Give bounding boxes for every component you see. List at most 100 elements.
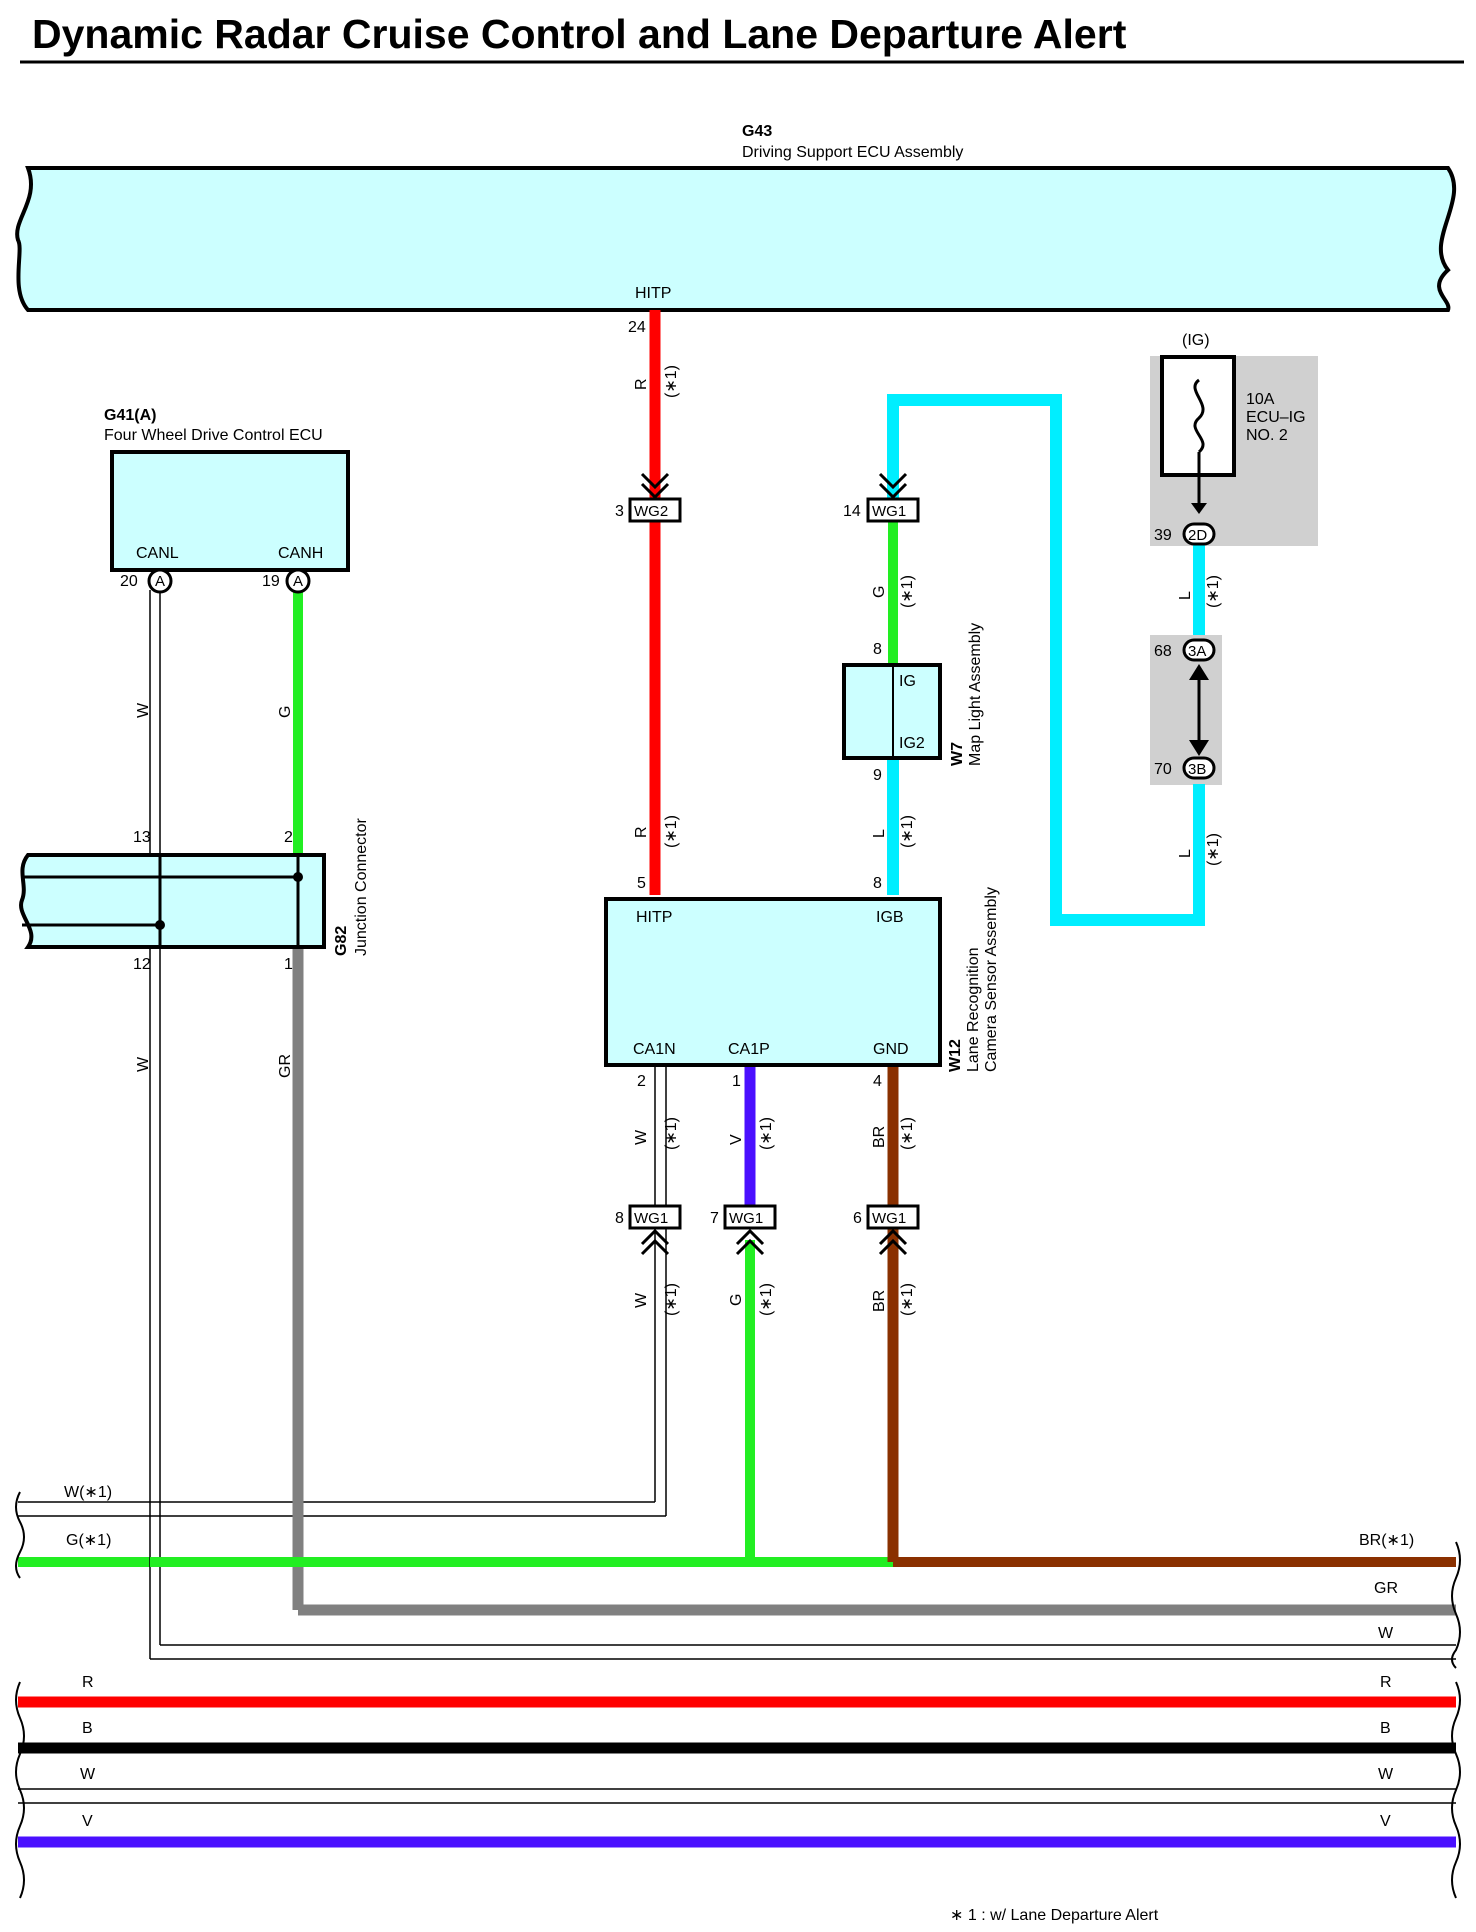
- c2d-connector: [1182, 522, 1216, 546]
- fuse-icon: [1193, 378, 1205, 454]
- bus-label-w: W: [1378, 1625, 1394, 1642]
- wg2-connector: [628, 497, 682, 523]
- c3b-arrow-icon: [1189, 740, 1209, 756]
- wire-label-l-map: L: [871, 829, 888, 838]
- w12-pin-hitp: HITP: [636, 909, 672, 926]
- wire-label-br-gnd: BR: [871, 1126, 888, 1148]
- bus-label-w2-right: W: [1378, 1766, 1394, 1783]
- w12-pin-igb: IGB: [876, 909, 904, 926]
- wire-note-v-ca1p: (∗1): [758, 1117, 775, 1150]
- g41-connector-letter-1: A: [155, 573, 165, 590]
- c3b-pin: 70: [1154, 761, 1172, 778]
- g41-connector-a-canh: [285, 568, 311, 594]
- wg1-6-label: WG1: [872, 1210, 906, 1227]
- g82-name: Junction Connector: [353, 817, 370, 956]
- g82-pin-2: 2: [284, 829, 293, 846]
- wire-label-l-2d: L: [1177, 591, 1194, 600]
- bus-label-br-star: BR(∗1): [1359, 1532, 1414, 1549]
- wire-label-g-map: G: [871, 586, 888, 598]
- wire-note-g-map: (∗1): [899, 575, 916, 608]
- wire-label-r-top: R: [633, 378, 650, 390]
- c3a-label: 3A: [1188, 643, 1206, 660]
- wg2-pin: 3: [615, 503, 624, 520]
- wire-label-r-bottom: R: [633, 826, 650, 838]
- w7-pin-ig2: IG2: [899, 735, 925, 752]
- w7-pin-8: 8: [873, 641, 882, 658]
- g41-ecu-box: [110, 450, 350, 572]
- wire-g-ca1p: [150, 1240, 755, 1567]
- footnote: ∗ 1 : w/ Lane Departure Alert: [950, 1907, 1159, 1924]
- g82-splice-dot-g: [293, 872, 303, 882]
- c3a-arrow-icon: [1189, 664, 1209, 680]
- g82-splice-dot-w: [155, 920, 165, 930]
- wire-note-br-gnd: (∗1): [899, 1117, 916, 1150]
- wg2-label: WG2: [634, 503, 668, 520]
- g82-pin-13: 13: [133, 829, 151, 846]
- w12-pin-gnd: GND: [873, 1041, 909, 1058]
- wire-note-w-ca1n: (∗1): [663, 1117, 680, 1150]
- fuse-name-line1: ECU–IG: [1246, 409, 1306, 426]
- wire-note-br-below: (∗1): [899, 1283, 916, 1316]
- g41-connector-a-canl: [147, 568, 173, 594]
- bus-label-v-left: V: [82, 1813, 93, 1830]
- wg1-7-connector: [723, 1204, 777, 1230]
- wire-label-v-ca1p: V: [728, 1134, 745, 1145]
- g43-code: G43: [742, 123, 772, 140]
- wire-note-l-map: (∗1): [899, 815, 916, 848]
- g82-junction-box: [19, 853, 326, 949]
- bus-break-marks-left: [15, 1491, 25, 1899]
- g41-connector-letter-2: A: [293, 573, 303, 590]
- g41-name: Four Wheel Drive Control ECU: [104, 427, 323, 444]
- c2d-label: 2D: [1188, 527, 1207, 544]
- w12-name-line2: Camera Sensor Assembly: [983, 887, 1000, 1072]
- wg1-7-pin: 7: [710, 1210, 719, 1227]
- wire-l-loop: [887, 394, 1205, 926]
- bus-label-g-star: G(∗1): [66, 1532, 111, 1549]
- wire-label-w-upper: W: [135, 702, 152, 718]
- bus-break-marks-right: [1451, 1541, 1461, 1899]
- wg1-7-arrow: [735, 1228, 765, 1256]
- wg1-6-connector: [866, 1204, 920, 1230]
- g43-ecu-box: [15, 166, 1456, 312]
- fuse-supply: (IG): [1182, 332, 1210, 349]
- wire-note-l-3b: (∗1): [1205, 833, 1222, 866]
- wire-label-g-upper: G: [277, 706, 294, 718]
- w12-camera-box: [604, 897, 942, 1067]
- fuse-name-line2: NO. 2: [1246, 427, 1288, 444]
- wg1-8-label: WG1: [634, 1210, 668, 1227]
- page-title: Dynamic Radar Cruise Control and Lane De…: [32, 11, 1127, 57]
- g82-pin-12: 12: [133, 956, 151, 973]
- w12-pin-ca1n: CA1N: [633, 1041, 676, 1058]
- wire-note-w-below: (∗1): [663, 1283, 680, 1316]
- g41-pin-19: 19: [262, 573, 280, 590]
- g43-pin-hitp: HITP: [635, 285, 671, 302]
- c3a-connector: [1182, 638, 1216, 662]
- wire-label-w-below: W: [633, 1292, 650, 1308]
- fuse-arrow-icon: [1191, 503, 1207, 514]
- wg2-arrow: [640, 472, 670, 500]
- bus-label-w-star: W(∗1): [64, 1484, 112, 1501]
- c2d-pin: 39: [1154, 527, 1172, 544]
- g41-pin-canh: CANH: [278, 545, 323, 562]
- bus-label-b-left: B: [82, 1720, 93, 1737]
- bus-label-v-right: V: [1380, 1813, 1391, 1830]
- c3b-connector: [1182, 756, 1216, 780]
- g41-pin-canl: CANL: [136, 545, 179, 562]
- wg1-top-connector: [866, 497, 920, 523]
- bus-label-gr: GR: [1374, 1580, 1398, 1597]
- w12-name-line1: Lane Recognition: [965, 947, 982, 1072]
- wire-note-r-top: (∗1): [663, 365, 680, 398]
- w7-pin-9: 9: [873, 767, 882, 784]
- wg1-top-arrow: [878, 472, 908, 500]
- wg1-7-label: WG1: [729, 1210, 763, 1227]
- bus-label-b-right: B: [1380, 1720, 1391, 1737]
- g82-pin-1: 1: [284, 956, 293, 973]
- g43-pin-24: 24: [628, 319, 646, 336]
- wire-note-g-below: (∗1): [758, 1283, 775, 1316]
- w7-pin-ig: IG: [899, 673, 916, 690]
- w12-pin-8: 8: [873, 875, 882, 892]
- wire-label-gr: GR: [277, 1054, 294, 1078]
- wg1-8-pin: 8: [615, 1210, 624, 1227]
- wg1-8-arrow: [640, 1228, 670, 1256]
